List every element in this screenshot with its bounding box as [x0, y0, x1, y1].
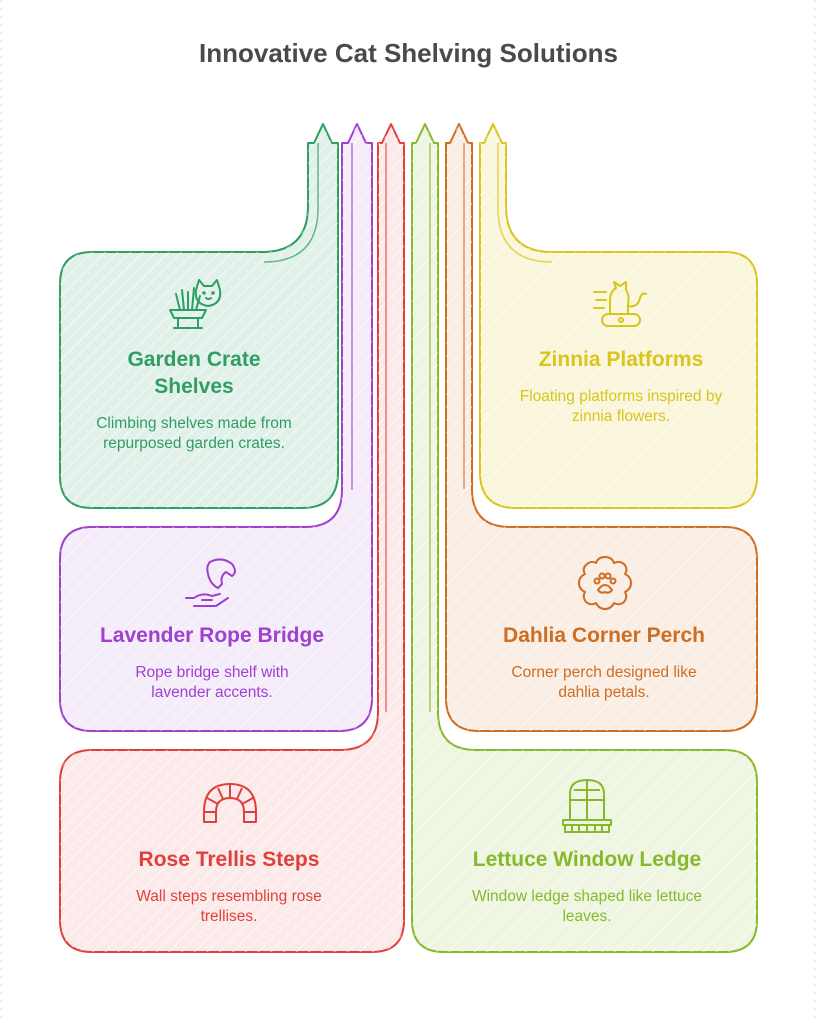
page-title: Innovative Cat Shelving Solutions	[199, 38, 618, 68]
card-title: Rose Trellis Steps	[138, 848, 320, 871]
brick-arch-icon	[203, 783, 257, 823]
card-description: Corner perch designed like dahlia petals…	[511, 664, 697, 701]
card-title: Lavender Rope Bridge	[99, 624, 325, 647]
card-garden-crate-shelves: Garden Crate Shelves Climbing shelves ma…	[90, 346, 298, 454]
card-description: Floating platforms inspired by zinnia fl…	[519, 388, 723, 425]
card-title: Lettuce Window Ledge	[472, 848, 702, 871]
card-title: Dahlia Corner Perch	[503, 624, 705, 647]
cat-with-plant-icon	[169, 279, 222, 329]
card-title: Garden Crate Shelves	[127, 348, 261, 398]
arrow-shape-dahlia-corner-perch	[445, 123, 758, 732]
arrow-shape-rose-trellis-steps	[59, 123, 405, 953]
card-description: Wall steps resembling rose trellises.	[136, 888, 322, 925]
arrow-shape-lavender-rope-bridge	[59, 123, 373, 732]
card-description: Rope bridge shelf with lavender accents.	[135, 664, 289, 701]
card-zinnia-platforms: Zinnia Platforms Floating platforms insp…	[512, 346, 730, 427]
card-rose-trellis-steps: Rose Trellis Steps Wall steps resembling…	[80, 846, 378, 927]
cat-on-bed-icon	[593, 281, 647, 327]
card-lettuce-window-ledge: Lettuce Window Ledge Window ledge shaped…	[446, 846, 728, 927]
arched-window-icon	[562, 779, 612, 833]
card-lavender-rope-bridge: Lavender Rope Bridge Rope bridge shelf w…	[80, 622, 344, 703]
paw-flower-icon	[578, 556, 632, 610]
card-title: Zinnia Platforms	[538, 348, 704, 371]
arrow-shape-zinnia-platforms	[479, 123, 758, 509]
card-description: Window ledge shaped like lettuce leaves.	[471, 888, 703, 925]
card-dahlia-corner-perch: Dahlia Corner Perch Corner perch designe…	[480, 622, 728, 703]
arrow-shape-lettuce-window-ledge	[411, 123, 758, 953]
arrow-shape-garden-crate-shelves	[59, 123, 339, 509]
hand-holding-pet-icon	[185, 558, 236, 607]
card-description: Climbing shelves made from repurposed ga…	[96, 415, 292, 452]
